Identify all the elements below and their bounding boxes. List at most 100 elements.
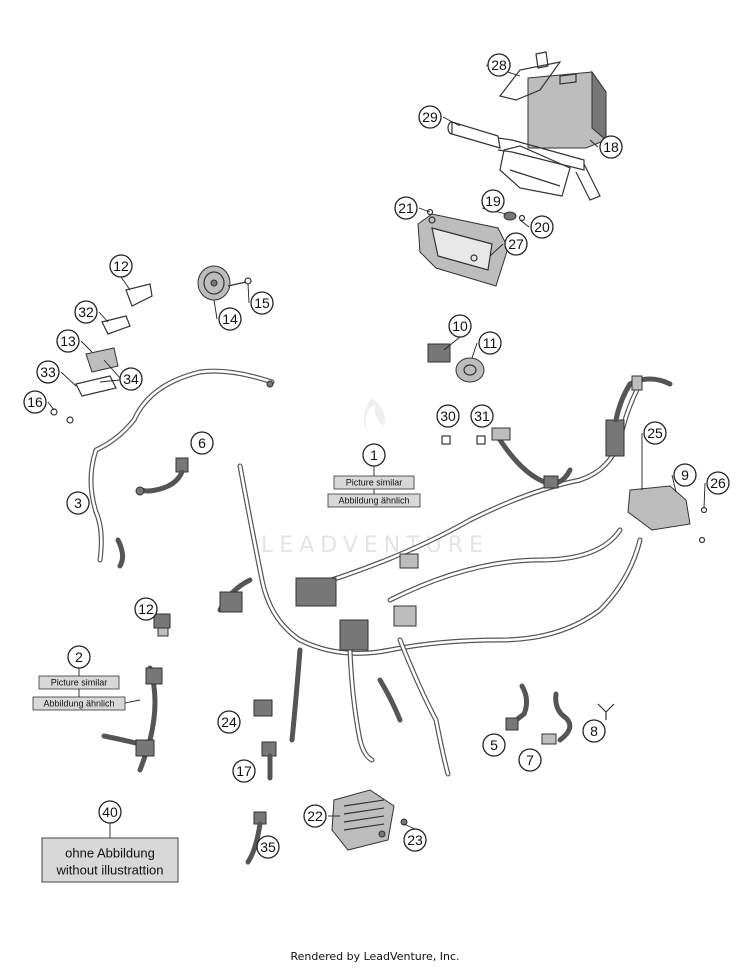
- callout-9: 9: [673, 463, 697, 487]
- callout-circle: [256, 835, 280, 859]
- callout-circle: [530, 215, 554, 239]
- callout-circle: [217, 710, 241, 734]
- callout-number: 35: [260, 839, 276, 855]
- left-bracket-stack: [50, 283, 153, 424]
- callout-circle: [448, 314, 472, 338]
- callout-number: 24: [221, 714, 237, 730]
- callout-circle: [67, 645, 91, 669]
- callout-number: 10: [452, 318, 468, 334]
- sensor-7: [541, 691, 573, 745]
- callout-2: 2: [67, 645, 91, 669]
- footer-credit: Rendered by LeadVenture, Inc.: [290, 950, 460, 963]
- callout-number: 8: [590, 723, 598, 739]
- callout-circle: [599, 135, 623, 159]
- connector-24: [253, 699, 273, 717]
- connector-35: [245, 811, 267, 865]
- callout-circle: [436, 404, 460, 428]
- callout-circle: [250, 291, 274, 315]
- callout-circle: [36, 360, 60, 384]
- callout-circle: [470, 404, 494, 428]
- battery-assembly: [417, 51, 607, 287]
- callout-22: 22: [303, 804, 327, 828]
- callout-number: 5: [490, 737, 498, 753]
- sensor-5: [505, 683, 530, 731]
- voltage-regulator: [331, 789, 408, 851]
- box40-line1: ohne Abbildung: [65, 846, 155, 861]
- callout-circle: [119, 367, 143, 391]
- callout-number: 40: [102, 804, 118, 820]
- callout-21: 21: [394, 196, 418, 220]
- main-harness: [217, 375, 673, 777]
- callout-25: 25: [643, 421, 667, 445]
- box40-line2: without illustrattion: [56, 863, 164, 878]
- callout-number: 17: [236, 763, 252, 779]
- watermark: LEADVENTURE: [261, 398, 483, 558]
- callout-number: 9: [681, 467, 689, 483]
- callout-number: 33: [40, 364, 56, 380]
- box-40: ohne Abbildung without illustrattion: [41, 837, 179, 883]
- callout-number: 15: [254, 295, 270, 311]
- callout-circle: [643, 421, 667, 445]
- callout-circle: [418, 105, 442, 129]
- callout-circle: [478, 331, 502, 355]
- callout-19: 19: [481, 189, 505, 213]
- callout-30: 30: [436, 404, 460, 428]
- socket-10-11: [427, 343, 485, 383]
- callout-12: 12: [109, 254, 133, 278]
- callout-circle: [482, 733, 506, 757]
- callout-number: 26: [710, 475, 726, 491]
- callout-group: 1235678910111212131415161718192021222324…: [23, 53, 730, 859]
- note1-line2: Abbildung ähnlich: [338, 496, 409, 506]
- note1-line1: Picture similar: [346, 478, 403, 488]
- callout-number: 6: [198, 435, 206, 451]
- callout-11: 11: [478, 331, 502, 355]
- callout-number: 30: [440, 408, 456, 424]
- callout-number: 1: [370, 447, 378, 463]
- callout-circle: [134, 597, 158, 621]
- callout-number: 13: [60, 333, 76, 349]
- callout-10: 10: [448, 314, 472, 338]
- callout-number: 29: [422, 109, 438, 125]
- part-8: [597, 703, 615, 720]
- callout-26: 26: [706, 471, 730, 495]
- callout-number: 21: [398, 200, 414, 216]
- callout-number: 19: [485, 193, 501, 209]
- callout-7: 7: [518, 748, 542, 772]
- callout-24: 24: [217, 710, 241, 734]
- callout-35: 35: [256, 835, 280, 859]
- callout-number: 16: [27, 394, 43, 410]
- callout-circle: [74, 300, 98, 324]
- callout-3: 3: [66, 491, 90, 515]
- callout-number: 2: [75, 649, 83, 665]
- note2-line2: Abbildung ähnlich: [43, 699, 114, 709]
- callout-number: 14: [222, 311, 238, 327]
- cable-3: [88, 368, 275, 569]
- callout-13: 13: [56, 329, 80, 353]
- callout-16: 16: [23, 390, 47, 414]
- callout-number: 22: [307, 808, 323, 824]
- callout-circle: [98, 800, 122, 824]
- callout-number: 11: [483, 335, 498, 351]
- callout-circle: [504, 232, 528, 256]
- callout-number: 34: [123, 371, 139, 387]
- callout-circle: [582, 719, 606, 743]
- callout-34: 34: [119, 367, 143, 391]
- callout-circle: [394, 196, 418, 220]
- connector-17: [261, 741, 277, 781]
- callout-32: 32: [74, 300, 98, 324]
- callout-circle: [232, 759, 256, 783]
- screws-30-31: [441, 435, 486, 445]
- callout-number: 27: [508, 236, 524, 252]
- fuse-box: [627, 485, 708, 544]
- callout-number: 7: [526, 752, 534, 768]
- callout-circle: [218, 307, 242, 331]
- callout-20: 20: [530, 215, 554, 239]
- note-box-1: Picture similar Abbildung ähnlich: [327, 475, 421, 508]
- callout-1: 1: [362, 443, 386, 467]
- callout-17: 17: [232, 759, 256, 783]
- callout-circle: [518, 748, 542, 772]
- callout-6: 6: [190, 431, 214, 455]
- callout-40: 40: [98, 800, 122, 824]
- callout-number: 20: [534, 219, 550, 235]
- callout-circle: [56, 329, 80, 353]
